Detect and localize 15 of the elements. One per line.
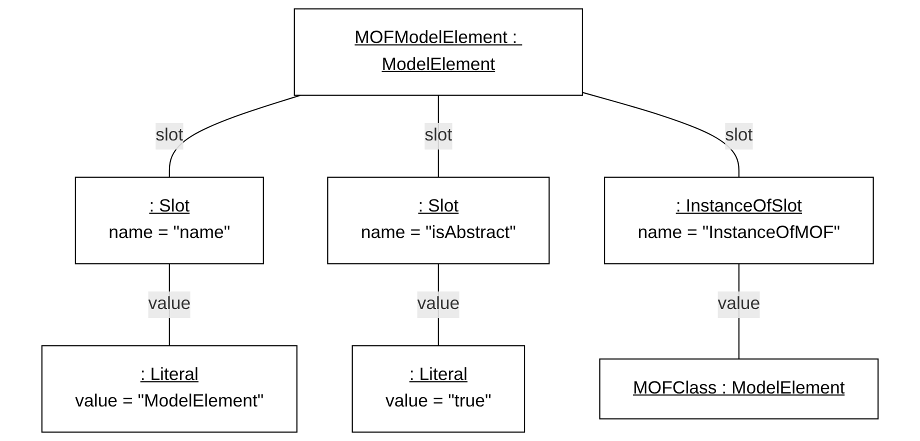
connector — [168, 94, 301, 178]
connector — [582, 92, 740, 178]
node-box: : Slot name = "name" — [74, 176, 264, 264]
edge-label: slot — [156, 126, 184, 146]
edge-label: slot — [424, 126, 452, 146]
node-box: MOFModelElement : ModelElement — [294, 8, 584, 96]
edge-label: slot — [725, 126, 753, 146]
edge-label: value — [417, 294, 460, 314]
node-box: : InstanceOfSlot name = "InstanceOfMOF" — [604, 176, 874, 264]
node-box: : Literal value = "ModelElement" — [41, 345, 298, 433]
edge-label: value — [718, 294, 760, 314]
node-box: : Slot name = "isAbstract" — [327, 176, 550, 264]
node-box: MOFClass : ModelElement — [599, 358, 879, 420]
edge-label: value — [148, 294, 191, 314]
node-box: : Literal value = "true" — [352, 345, 526, 433]
